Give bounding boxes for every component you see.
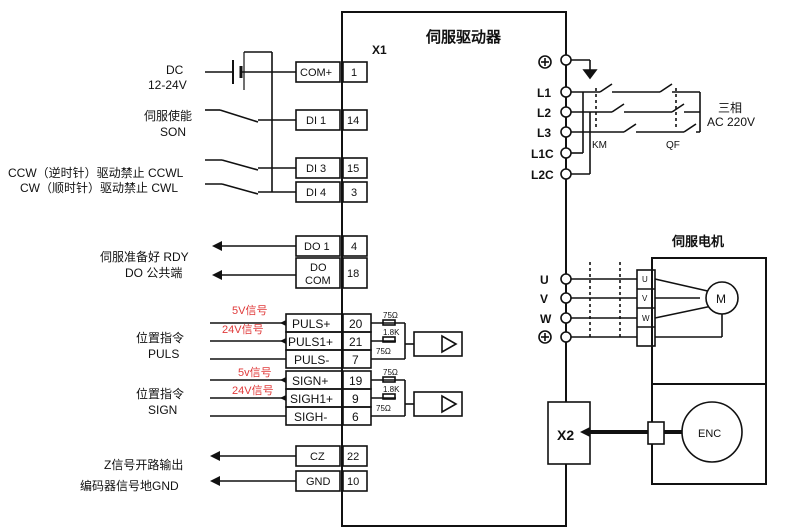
sign-cn-label: 位置指令 bbox=[136, 386, 184, 401]
terminal-sig: COM+ bbox=[300, 67, 332, 79]
puls-label: PULS bbox=[148, 347, 179, 361]
terminal-pin: 22 bbox=[347, 451, 359, 463]
terminal-sig: SIGN+ bbox=[292, 374, 328, 388]
driver-title: 伺服驱动器 bbox=[425, 28, 502, 46]
terminal-sig: PULS- bbox=[294, 353, 329, 367]
terminal-pin: 15 bbox=[347, 163, 359, 175]
puls-cn-label: 位置指令 bbox=[136, 330, 184, 345]
ccwl-label: CCW（逆时针）驱动禁止 CCWL bbox=[8, 165, 184, 180]
terminal-sig: CZ bbox=[310, 451, 325, 463]
motor-box bbox=[651, 257, 767, 385]
puls-5v-label: 5V信号 bbox=[232, 304, 267, 317]
resistor-label: 1.8K bbox=[383, 385, 400, 394]
l2-label: L2 bbox=[537, 106, 551, 120]
dc-label: DC bbox=[166, 63, 184, 77]
motor-terminal-u: U bbox=[642, 275, 648, 284]
sign-5v-label: 5v信号 bbox=[238, 366, 272, 379]
driver-box bbox=[341, 11, 567, 527]
motor-terminal-w: W bbox=[642, 314, 650, 323]
puls-24v-label: 24V信号 bbox=[222, 323, 264, 336]
u-label: U bbox=[540, 273, 549, 287]
terminal-pin: 21 bbox=[349, 335, 363, 349]
terminal-pin: 4 bbox=[351, 241, 357, 253]
enc-label: ENC bbox=[698, 428, 721, 440]
sign-label: SIGN bbox=[148, 403, 177, 417]
terminal-pin: 14 bbox=[347, 115, 359, 127]
terminal-sig2: COM bbox=[305, 275, 331, 287]
qf-label: QF bbox=[666, 140, 680, 151]
terminal-pin: 9 bbox=[352, 392, 359, 406]
terminal-sig: DI 4 bbox=[306, 187, 326, 199]
terminal-sig: PULS+ bbox=[292, 317, 330, 331]
dc-range: 12-24V bbox=[148, 78, 187, 92]
motor-terminal-v: V bbox=[642, 294, 648, 303]
terminal-sig: DO 1 bbox=[304, 241, 330, 253]
l1c-label: L1C bbox=[531, 147, 554, 161]
son-label: SON bbox=[160, 125, 186, 139]
w-label: W bbox=[540, 312, 552, 326]
terminal-pin: 3 bbox=[351, 187, 357, 199]
terminal-sig: DO bbox=[310, 262, 327, 274]
l2c-label: L2C bbox=[531, 168, 554, 182]
km-label: KM bbox=[592, 140, 607, 151]
terminal-pin: 7 bbox=[352, 353, 359, 367]
terminal-pin: 20 bbox=[349, 317, 363, 331]
resistor-label: 75Ω bbox=[383, 311, 398, 320]
terminal-pin: 1 bbox=[351, 67, 357, 79]
phase-label: 三相 bbox=[718, 101, 742, 115]
cwl-label: CW（顺时针）驱动禁止 CWL bbox=[20, 180, 178, 195]
resistor-label: 75Ω bbox=[376, 347, 391, 356]
resistor-label: 75Ω bbox=[376, 404, 391, 413]
motor-title: 伺服电机 bbox=[671, 234, 724, 249]
terminal-sig: DI 3 bbox=[306, 163, 326, 175]
terminal-sig: PULS1+ bbox=[288, 335, 333, 349]
x2-label: X2 bbox=[557, 427, 574, 443]
v-label: V bbox=[540, 292, 548, 306]
x1-label: X1 bbox=[372, 43, 387, 57]
terminal-pin: 19 bbox=[349, 374, 363, 388]
son-cn-label: 伺服使能 bbox=[144, 108, 192, 123]
terminal-pin: 18 bbox=[347, 268, 359, 280]
terminal-sig: SIGH- bbox=[294, 410, 327, 424]
do-com-label: DO 公共端 bbox=[125, 266, 182, 280]
l1-label: L1 bbox=[537, 86, 551, 100]
cz-label: Z信号开路输出 bbox=[104, 457, 183, 472]
resistor-label: 1.8K bbox=[383, 328, 400, 337]
rdy-label: 伺服准备好 RDY bbox=[100, 250, 189, 264]
terminal-sig: GND bbox=[306, 476, 331, 488]
gnd-label: 编码器信号地GND bbox=[80, 478, 179, 493]
terminal-pin: 10 bbox=[347, 476, 359, 488]
sign-24v-label: 24V信号 bbox=[232, 384, 274, 397]
terminal-pin: 6 bbox=[352, 410, 359, 424]
ac-label: AC 220V bbox=[707, 115, 755, 129]
resistor-label: 75Ω bbox=[383, 368, 398, 377]
terminal-sig: DI 1 bbox=[306, 115, 326, 127]
terminal-sig: SIGH1+ bbox=[290, 392, 333, 406]
l3-label: L3 bbox=[537, 126, 551, 140]
motor-m-label: M bbox=[716, 292, 726, 306]
